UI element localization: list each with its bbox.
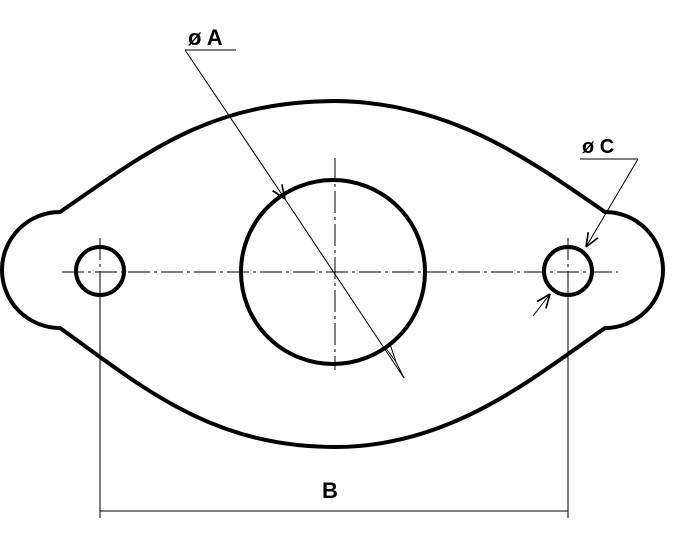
- dia-c-leader: [586, 158, 639, 247]
- dia-a-arrow-lower: [384, 343, 405, 379]
- flange-outline: [0, 98, 665, 450]
- dia-a-label: ø A: [188, 25, 223, 50]
- center-bore: [239, 178, 427, 366]
- dia-c-label: ø C: [582, 136, 614, 158]
- left-bolt-hole: [74, 245, 126, 297]
- right-bolt-hole: [542, 245, 594, 297]
- dia-a-leader: [184, 49, 285, 199]
- dia-c-leader-lower: [532, 294, 550, 317]
- dia-a-leader-through: [284, 198, 405, 379]
- dim-b-label: B: [322, 478, 338, 503]
